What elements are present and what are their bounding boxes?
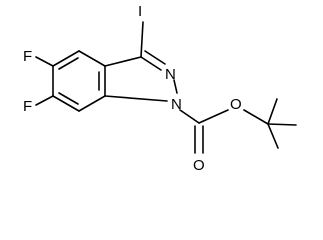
bond-c3a-c3: [104, 56, 142, 67]
atom-label-nitrogen-2: N: [165, 66, 176, 83]
bond-n1-carbonyl: [179, 109, 200, 124]
bond-n2-n1: [173, 79, 178, 94]
atom-label-fluorine-6: F: [23, 98, 32, 115]
atom-label-oxygen-ester: O: [230, 96, 242, 113]
double-bond-c6-c7: [58, 92, 79, 105]
atom-label-fluorine-5: F: [23, 48, 32, 65]
bond-c3-i: [140, 21, 144, 58]
atom-label-nitrogen-1: N: [171, 96, 182, 113]
bond-c6-c7: [52, 95, 80, 112]
structure-canvas: I N N F F O O: [23, 3, 297, 174]
bond-oester-tbu: [243, 109, 269, 125]
double-bond-c3-n2: [144, 50, 166, 65]
bond-tbu-methyl-bottom: [267, 123, 279, 149]
atom-label-iodine: I: [138, 3, 142, 20]
double-bond-c4-c5: [58, 57, 79, 70]
molecule-diagram: I N N F F O O: [23, 3, 297, 174]
bond-n1-c7a: [104, 95, 168, 102]
bond-c4-c5: [52, 50, 80, 67]
bond-tbu-methyl-right: [267, 123, 297, 126]
atom-label-oxygen-carbonyl: O: [193, 157, 205, 174]
bond-c6-f: [35, 95, 54, 106]
bond-carbonyl-oester: [198, 109, 229, 124]
bond-c5-f: [35, 56, 54, 67]
bond-tbu-methyl-top: [267, 98, 278, 125]
bond-c3a-c4: [78, 50, 106, 67]
bond-c3-n2: [140, 56, 162, 71]
bond-c7-c7a: [78, 95, 106, 112]
